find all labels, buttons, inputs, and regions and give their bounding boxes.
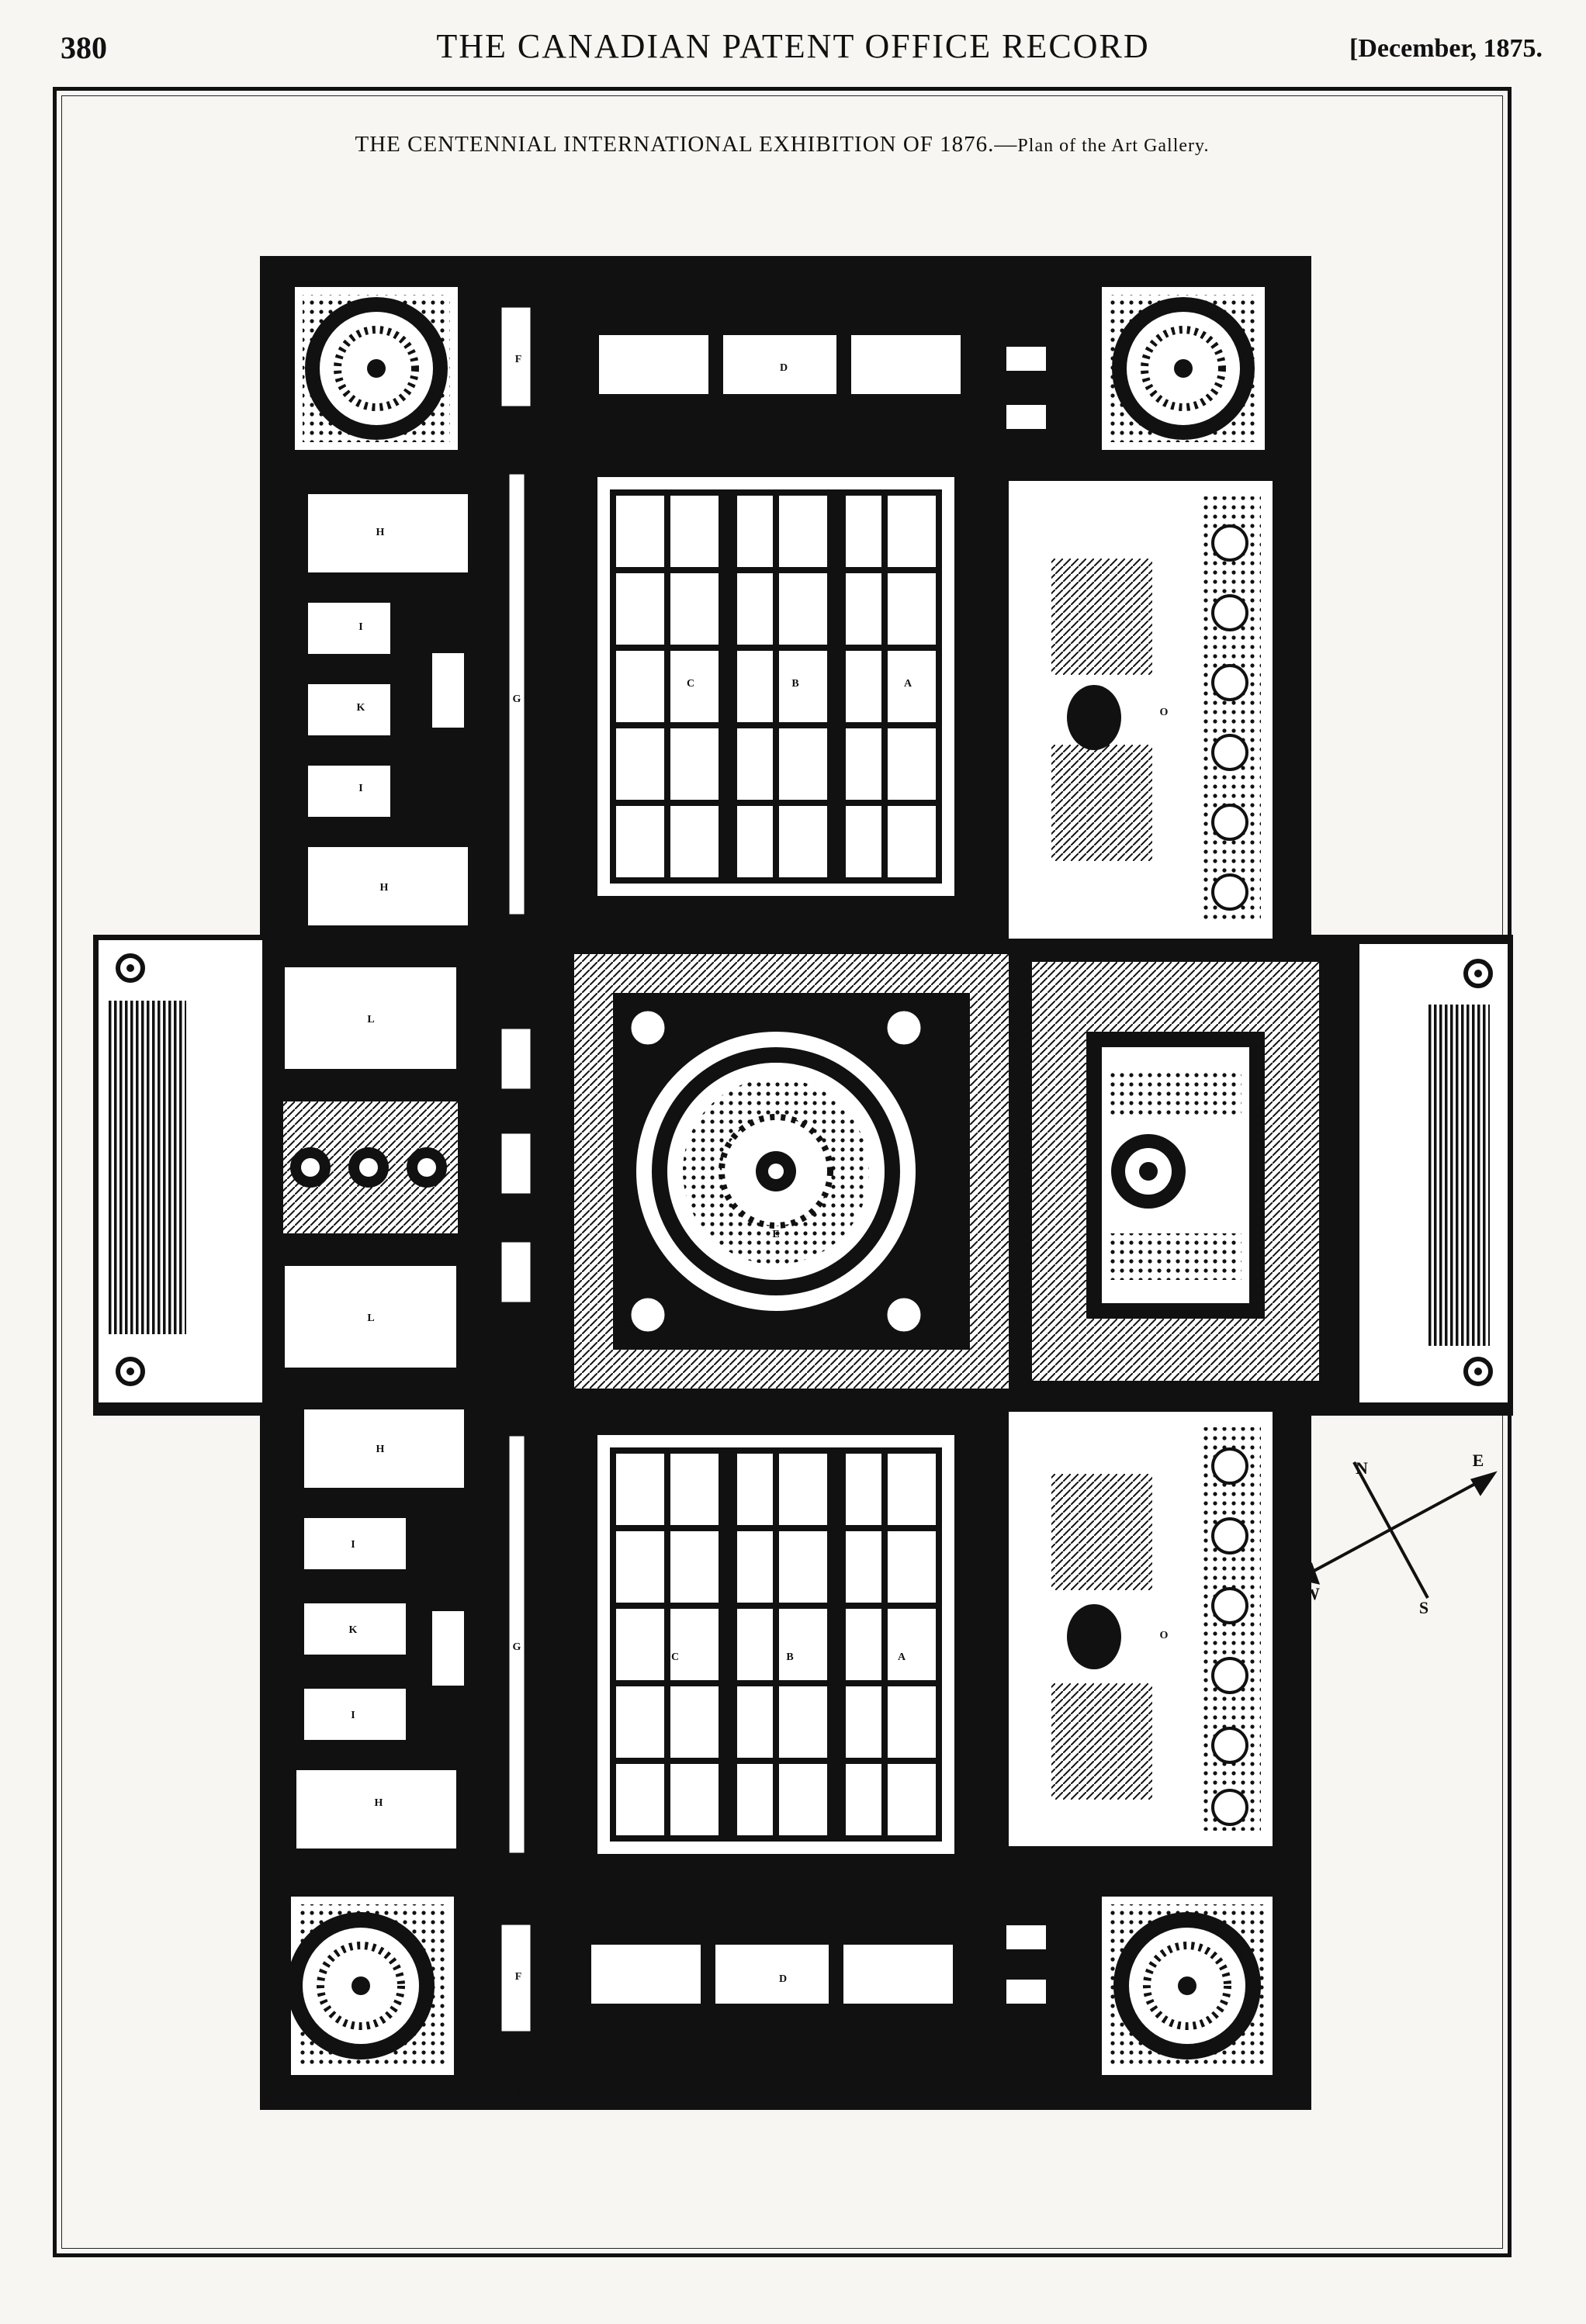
label-g-north: G bbox=[513, 693, 521, 705]
compass-north: N bbox=[1356, 1458, 1368, 1478]
label-d-south: D bbox=[779, 1973, 787, 1985]
label-d-north: D bbox=[780, 362, 788, 374]
compass-rose: N E S W bbox=[1297, 1451, 1498, 1617]
plate-title-main: THE CENTENNIAL INTERNATIONAL EXHIBITION … bbox=[355, 132, 1018, 157]
label-h-1: H bbox=[376, 527, 385, 538]
label-a-north: A bbox=[904, 678, 912, 690]
label-l-2: L bbox=[367, 1312, 374, 1324]
north-hall bbox=[574, 454, 978, 919]
east-gallery bbox=[1032, 962, 1319, 1381]
room-labels: D D C B A C B A H I K I H L L H I K I H … bbox=[349, 354, 1169, 1985]
label-k-1: K bbox=[357, 702, 365, 714]
plate-title-sub: Plan of the Art Gallery. bbox=[1017, 136, 1210, 156]
pavilion-se bbox=[1071, 1862, 1311, 2110]
label-b-south: B bbox=[786, 1651, 793, 1663]
label-e: E bbox=[772, 1229, 779, 1240]
scale-note: Scale... bbox=[729, 2091, 770, 2107]
plate-title: THE CENTENNIAL INTERNATIONAL EXHIBITION … bbox=[53, 132, 1512, 157]
east-porticos bbox=[1009, 481, 1273, 1846]
label-i-2: I bbox=[358, 783, 362, 794]
label-a-south: A bbox=[898, 1651, 906, 1663]
label-h-4: H bbox=[375, 1797, 383, 1809]
scale-caption: Eng. by Adicks's Bureau Scale... bbox=[484, 2086, 770, 2107]
label-i-1: I bbox=[358, 621, 362, 633]
label-c-south: C bbox=[671, 1651, 679, 1663]
pavilion-sw bbox=[260, 1862, 485, 2110]
label-h-2: H bbox=[380, 882, 389, 894]
label-l-1: L bbox=[367, 1014, 374, 1025]
corner-pavilions bbox=[260, 256, 1311, 2110]
terraces bbox=[95, 937, 1511, 1406]
pavilion-ne bbox=[1071, 256, 1311, 473]
label-k-2: K bbox=[349, 1624, 358, 1636]
engraver-note: Eng. by Adicks's Bureau bbox=[484, 2086, 621, 2101]
page-number: 380 bbox=[61, 30, 107, 65]
compass-east: E bbox=[1473, 1451, 1484, 1470]
west-corridors bbox=[499, 305, 533, 2034]
journal-title: THE CANADIAN PATENT OFFICE RECORD bbox=[436, 27, 1150, 65]
page-header: 380 THE CANADIAN PATENT OFFICE RECORD [D… bbox=[0, 0, 1586, 85]
vestibules bbox=[588, 332, 1049, 2007]
label-i-4: I bbox=[351, 1710, 355, 1721]
label-o-south: O bbox=[1160, 1630, 1169, 1641]
compass-south: S bbox=[1419, 1598, 1428, 1617]
west-wing-galleries bbox=[282, 491, 471, 1852]
label-i-3: I bbox=[351, 1539, 355, 1551]
label-o-north: O bbox=[1160, 707, 1169, 718]
south-hall bbox=[574, 1412, 978, 1877]
central-dome bbox=[574, 954, 1009, 1389]
label-g-south: G bbox=[513, 1641, 521, 1653]
west-rotundas bbox=[283, 1101, 458, 1233]
label-b-north: B bbox=[791, 678, 798, 690]
pavilion-nw bbox=[260, 256, 485, 473]
issue-date: [December, 1875. bbox=[1349, 34, 1543, 63]
label-h-3: H bbox=[376, 1444, 385, 1455]
compass-west: W bbox=[1303, 1584, 1320, 1603]
label-f-north: F bbox=[515, 354, 522, 365]
label-f-south: F bbox=[515, 1971, 522, 1983]
label-c-north: C bbox=[687, 678, 694, 690]
